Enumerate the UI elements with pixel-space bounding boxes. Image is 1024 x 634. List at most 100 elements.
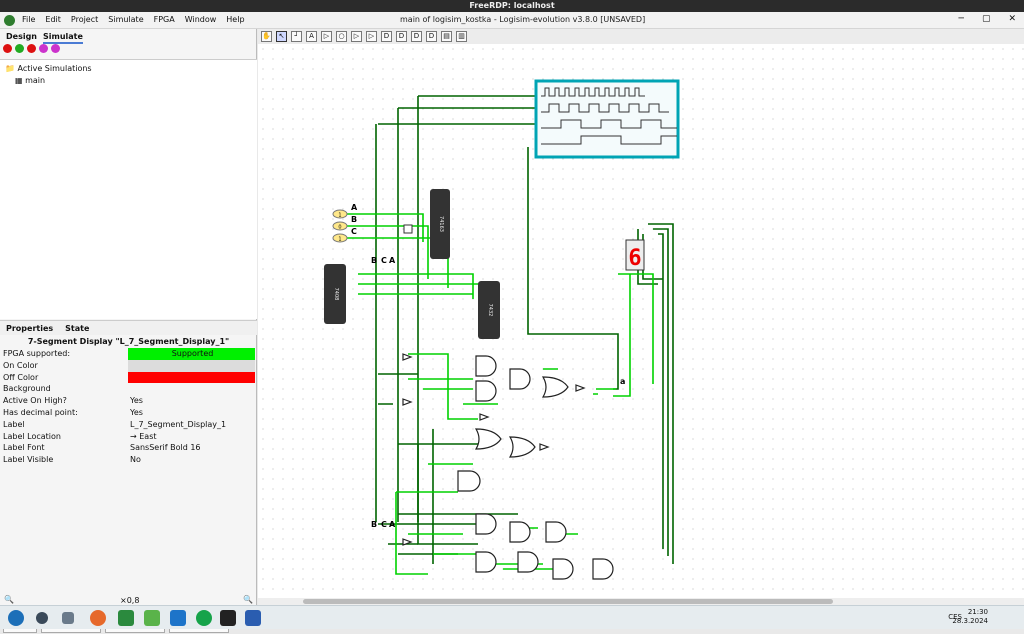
properties-title: 7-Segment Display "L_7_Segment_Display_1…	[27, 337, 230, 346]
tab-state[interactable]: State	[65, 324, 90, 333]
input-b-value: 0	[338, 225, 341, 231]
poke-tool-icon[interactable]: ✋	[261, 31, 272, 42]
play-icon[interactable]	[15, 44, 24, 53]
tree-item-main[interactable]: ▦ main	[15, 76, 46, 85]
pin-output-icon[interactable]: ○	[336, 31, 347, 42]
oscilloscope[interactable]	[534, 79, 680, 159]
remote-icon[interactable]	[220, 610, 236, 626]
input-c-label: C	[351, 227, 357, 236]
property-key: Label Font	[3, 443, 45, 453]
clock[interactable]: 21:30 28.3.2024	[952, 608, 988, 625]
seven-segment-display[interactable]	[625, 239, 645, 271]
property-value[interactable]: No	[130, 455, 141, 465]
and-gate-icon[interactable]: D	[381, 31, 392, 42]
tab-simulate[interactable]: Simulate	[43, 29, 83, 44]
tick-auto-icon[interactable]	[51, 44, 60, 53]
language-indicator[interactable]: CES	[948, 613, 962, 621]
stop-icon[interactable]	[3, 44, 12, 53]
chip-7432[interactable]	[478, 281, 500, 339]
property-row[interactable]: Has decimal point:Yes	[0, 407, 257, 419]
property-key: FPGA supported:	[3, 349, 71, 358]
logic-gates[interactable]	[402, 353, 614, 580]
tab-design[interactable]: Design	[6, 32, 37, 41]
property-value[interactable]: Supported	[128, 348, 255, 360]
or-gate-icon[interactable]: D	[396, 31, 407, 42]
close-icon[interactable]: ✕	[1008, 14, 1016, 24]
chip-7408[interactable]	[324, 264, 346, 324]
property-row[interactable]: FPGA supported: Supported	[0, 348, 257, 360]
bus-label-a-bottom: A	[389, 520, 396, 529]
property-row[interactable]: Label L_7_Segment_Display_1	[0, 419, 257, 431]
menu-item-edit[interactable]: Edit	[45, 15, 61, 24]
property-row[interactable]: Background	[0, 383, 257, 395]
minimize-icon[interactable]: ─	[958, 14, 964, 24]
property-value[interactable]	[128, 371, 255, 384]
input-pins[interactable]	[332, 209, 348, 243]
app-icon[interactable]	[118, 610, 134, 626]
zoom-out-icon[interactable]: 🔍	[4, 595, 14, 604]
text-tool-icon[interactable]: A	[306, 31, 317, 42]
chip-7432-label: 7432	[487, 304, 493, 317]
network-app-icon[interactable]	[245, 610, 261, 626]
search-icon[interactable]	[36, 612, 48, 624]
menu-item-fpga[interactable]: FPGA	[153, 15, 175, 24]
property-row[interactable]: Off Color	[0, 371, 257, 384]
property-row[interactable]: On Color	[0, 359, 257, 372]
circuit-canvas[interactable]: 1 0 1 A B C B C A B C A 74163 7408 7432 …	[258, 44, 1024, 605]
property-row[interactable]: Active On High?Yes	[0, 395, 257, 407]
tree-root[interactable]: 📁 Active Simulations	[5, 64, 92, 73]
nand-gate-icon[interactable]: D	[411, 31, 422, 42]
chip-7408-label: 7408	[333, 288, 339, 301]
maximize-icon[interactable]: ▢	[981, 14, 991, 24]
property-value[interactable]: Yes	[130, 396, 143, 406]
property-row[interactable]: Label Visible No	[0, 454, 257, 466]
bus-label-a: A	[389, 256, 396, 265]
circuit-diagram[interactable]: 1 0 1 A B C B C A B C A 74163 7408 7432 …	[258, 44, 1024, 605]
menu-item-help[interactable]: Help	[226, 15, 245, 24]
property-value[interactable]: Yes	[130, 407, 143, 417]
property-value[interactable]: → East	[130, 431, 157, 441]
chip-icon[interactable]: ▤	[441, 31, 452, 42]
zoom-in-icon[interactable]: 🔍	[243, 595, 253, 604]
menu-item-window[interactable]: Window	[184, 15, 217, 24]
property-key: Label Visible	[3, 455, 54, 465]
input-c-value: 1	[338, 237, 341, 243]
menubar: File Edit Project Simulate FPGA Window Help ma…	[0, 12, 1024, 29]
chip-74163[interactable]	[430, 189, 450, 259]
select-tool-icon[interactable]: ↖	[276, 31, 287, 42]
tab-properties[interactable]: Properties	[6, 324, 54, 333]
property-value[interactable]: SansSerif Bold 16	[130, 443, 201, 453]
bus-label-b: B	[371, 256, 377, 265]
editor-icon[interactable]	[144, 610, 160, 626]
window-title: main of logisim_kostka - Logisim-evoluti…	[400, 15, 646, 24]
property-value[interactable]	[128, 383, 255, 395]
taskview-icon[interactable]	[62, 612, 74, 624]
wire-tool-icon[interactable]: ┘	[291, 31, 302, 42]
tick-icon[interactable]	[39, 44, 48, 53]
clock-input[interactable]	[403, 224, 413, 234]
property-value[interactable]	[128, 359, 255, 372]
property-row[interactable]: Label Font SansSerif Bold 16	[0, 442, 257, 454]
nor-gate-icon[interactable]: D	[426, 31, 437, 42]
menu-item-project[interactable]: Project	[70, 15, 99, 24]
bus-label-c: C	[381, 256, 387, 265]
bus-label-b-bottom: B	[371, 520, 377, 529]
pin-input-icon[interactable]: ▷	[321, 31, 332, 42]
firefox-icon[interactable]	[90, 610, 106, 626]
not-gate-icon[interactable]: ▷	[351, 31, 362, 42]
chip-layout-icon[interactable]: ▥	[456, 31, 467, 42]
vscode-icon[interactable]	[170, 610, 186, 626]
property-value[interactable]: L_7_Segment_Display_1	[130, 419, 227, 429]
menu-item-file[interactable]: File	[22, 15, 36, 24]
start-icon[interactable]	[8, 610, 24, 626]
logisim-task-icon[interactable]	[196, 610, 212, 626]
buffer-icon[interactable]: ▷	[366, 31, 377, 42]
horizontal-scrollbar[interactable]	[258, 598, 1024, 605]
property-key: Label	[3, 419, 25, 429]
step-icon[interactable]	[27, 44, 36, 53]
menu-item-simulate[interactable]: Simulate	[108, 15, 144, 24]
output-a-label: a	[620, 377, 625, 386]
property-row[interactable]: Label Location → East	[0, 431, 257, 443]
property-key: Label Location	[3, 431, 61, 441]
input-a-value: 1	[338, 213, 341, 219]
